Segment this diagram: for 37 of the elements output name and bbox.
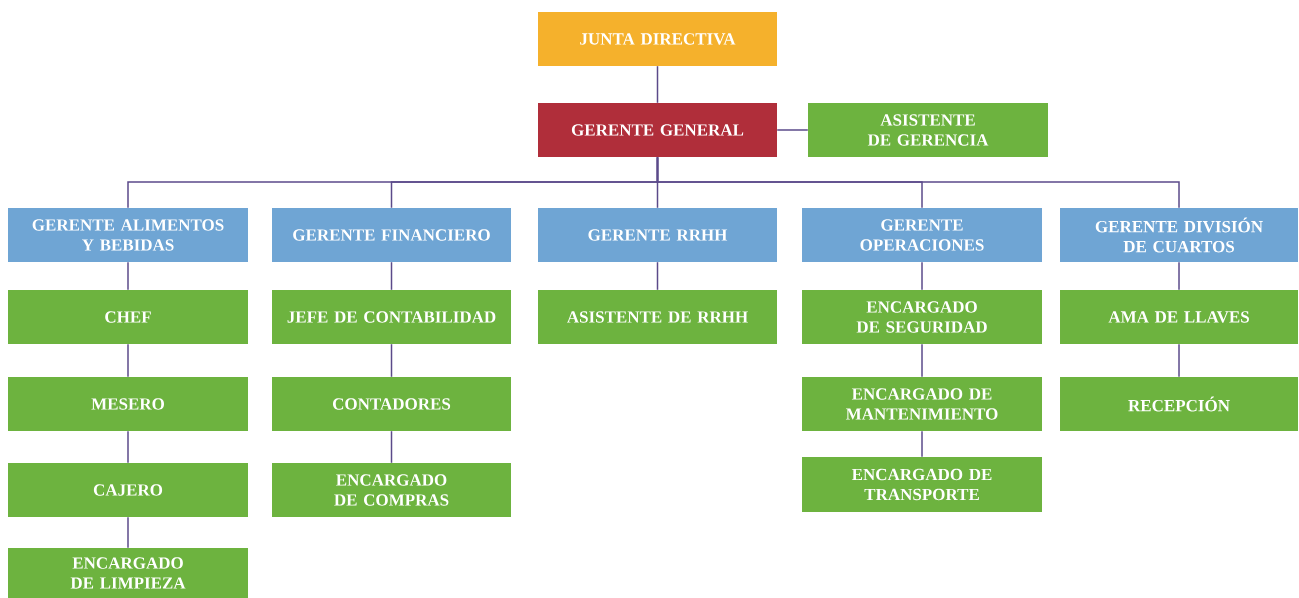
staff-box: ASISTENTE DE RRHH (538, 290, 777, 344)
board-box: JUNTA DIRECTIVA (538, 12, 777, 66)
connector-line (390, 430, 393, 464)
department-box: GERENTE ALIMENTOS Y BEBIDAS (8, 208, 248, 262)
staff-box: JEFE DE CONTABILIDAD (272, 290, 511, 344)
connector-line (1178, 343, 1180, 378)
connector-line (127, 430, 129, 464)
department-box: GERENTE DIVISIÓN DE CUARTOS (1060, 208, 1298, 262)
connector-line (127, 516, 129, 549)
connector-line (921, 261, 923, 291)
connector-line (127, 343, 129, 378)
staff-box: ENCARGADO DE TRANSPORTE (802, 457, 1042, 512)
staff-box: CONTADORES (272, 377, 511, 431)
department-box: GERENTE FINANCIERO (272, 208, 511, 262)
staff-box: RECEPCIÓN (1060, 377, 1298, 431)
connector-line (921, 343, 923, 378)
connector-line (921, 430, 923, 458)
connector-line (127, 261, 129, 291)
staff-box: CAJERO (8, 463, 248, 517)
connector-line (656, 156, 1180, 209)
staff-box: ASISTENTE DE GERENCIA (808, 103, 1048, 157)
connector-line (390, 261, 393, 291)
manager-box: GERENTE GENERAL (538, 103, 777, 157)
connector-line (656, 65, 659, 104)
department-box: GERENTE OPERACIONES (802, 208, 1042, 262)
staff-box: AMA DE LLAVES (1060, 290, 1298, 344)
staff-box: ENCARGADO DE MANTENIMIENTO (802, 377, 1042, 431)
connector-line (656, 261, 659, 291)
connector-line (1178, 261, 1180, 291)
staff-box: CHEF (8, 290, 248, 344)
connector-line (776, 129, 809, 131)
connector-line (390, 343, 393, 378)
staff-box: ENCARGADO DE SEGURIDAD (802, 290, 1042, 344)
department-box: GERENTE RRHH (538, 208, 777, 262)
staff-box: ENCARGADO DE COMPRAS (272, 463, 511, 517)
staff-box: ENCARGADO DE LIMPIEZA (8, 548, 248, 598)
staff-box: MESERO (8, 377, 248, 431)
